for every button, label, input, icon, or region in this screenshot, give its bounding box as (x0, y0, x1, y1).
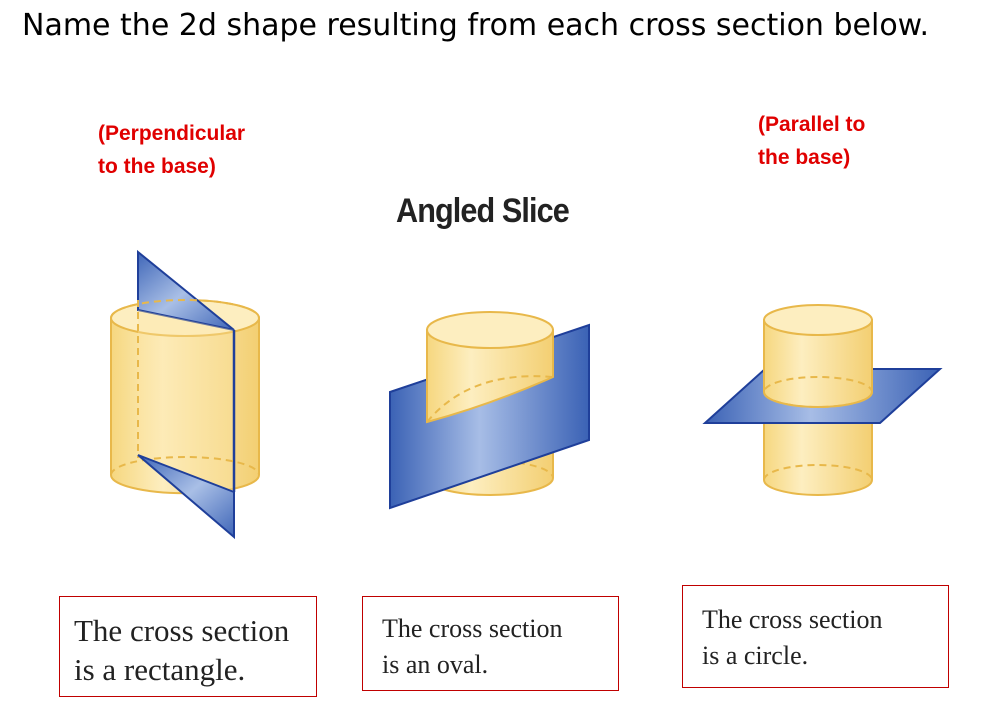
angled-slice-heading: Angled Slice (396, 192, 570, 230)
perpendicular-note-line2: to the base) (98, 155, 216, 178)
caption-oval-line1: The cross section (382, 614, 563, 643)
caption-rectangle-line1: The cross section (74, 613, 290, 648)
parallel-slice-figure (702, 304, 943, 496)
caption-circle-line1: The cross section (702, 605, 883, 634)
vertical-plane-top (137, 249, 235, 331)
angled-slice-figure (389, 311, 590, 510)
vertical-slice-figure (110, 249, 260, 540)
cylinder-middle-top (426, 311, 554, 349)
perpendicular-note-line1: (Perpendicular (98, 122, 246, 145)
cylinder-right-top (763, 304, 873, 336)
vertical-plane-bottom (137, 454, 235, 540)
caption-oval-line2: is an oval. (382, 650, 489, 679)
cylinder-middle-upper (426, 329, 554, 424)
perpendicular-note: (Perpendicular to the base) (98, 117, 245, 183)
parallel-note: (Parallel to the base) (758, 108, 865, 174)
page-title: Name the 2d shape resulting from each cr… (22, 8, 929, 43)
caption-rectangle: The cross section is a rectangle. (59, 596, 317, 697)
parallel-note-line2: the base) (758, 146, 851, 169)
caption-oval: The cross section is an oval. (362, 596, 619, 691)
caption-circle: The cross section is a circle. (682, 585, 949, 688)
parallel-note-line1: (Parallel to (758, 113, 866, 136)
caption-rectangle-line2: is a rectangle. (74, 652, 246, 687)
caption-circle-line2: is a circle. (702, 641, 809, 670)
vertical-plane-inside (138, 310, 234, 492)
